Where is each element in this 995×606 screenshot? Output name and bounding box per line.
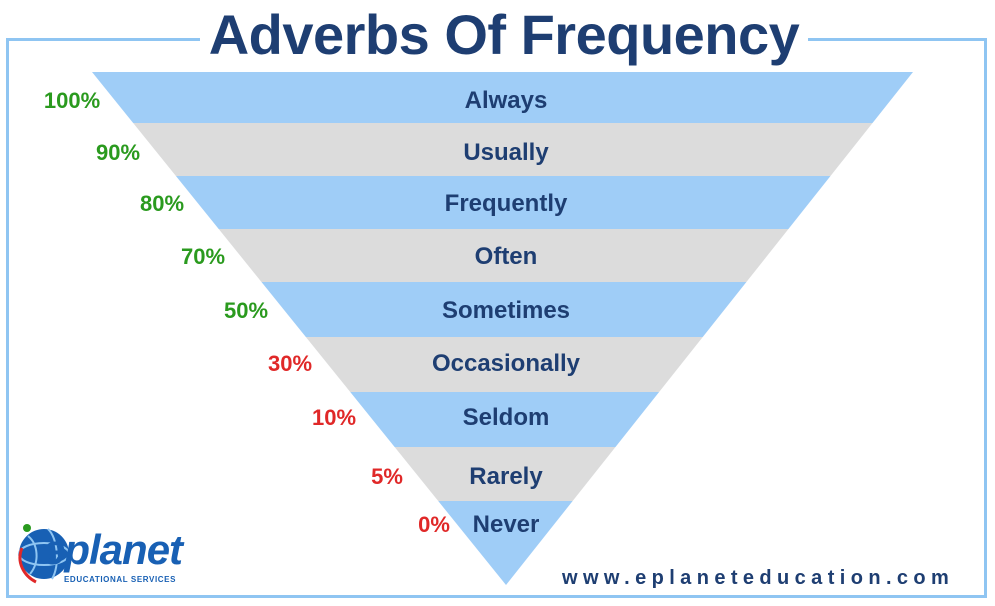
funnel-band-rarely (394, 447, 616, 501)
logo-subtitle: EDUCATIONAL SERVICES (64, 575, 177, 584)
funnel-band-seldom (350, 392, 660, 447)
adverb-label: Never (473, 511, 540, 538)
adverb-label: Usually (463, 139, 549, 166)
percent-label: 5% (371, 464, 403, 489)
percent-label: 90% (96, 140, 140, 165)
adverb-label: Frequently (445, 190, 568, 217)
website-url: www.eplaneteducation.com (562, 567, 955, 589)
percent-label: 10% (312, 405, 356, 430)
logo-wordmark: eplanet (42, 526, 183, 573)
adverb-label: Sometimes (442, 297, 570, 324)
funnel-band-never (438, 501, 573, 585)
adverb-label: Always (465, 87, 548, 114)
percent-label: 50% (224, 298, 268, 323)
funnel-band-usually (133, 123, 873, 176)
page-title: Adverbs Of Frequency (200, 0, 808, 72)
percent-label: 80% (140, 191, 184, 216)
adverb-label: Occasionally (432, 350, 581, 377)
percent-label: 100% (44, 88, 100, 113)
percent-label: 30% (268, 351, 312, 376)
funnel-band-often (218, 229, 789, 282)
eplanet-logo: eplanet EDUCATIONAL SERVICES (18, 518, 198, 594)
funnel-band-sometimes (261, 282, 747, 337)
adverb-label: Seldom (463, 404, 550, 431)
funnel-band-occasionally (305, 337, 703, 392)
globe-icon (18, 524, 70, 584)
percent-label: 0% (418, 512, 450, 537)
funnel-band-always (92, 72, 913, 123)
funnel-band-frequently (175, 176, 831, 229)
adverb-label: Often (475, 243, 538, 270)
adverb-label: Rarely (469, 463, 543, 490)
percent-label: 70% (181, 244, 225, 269)
